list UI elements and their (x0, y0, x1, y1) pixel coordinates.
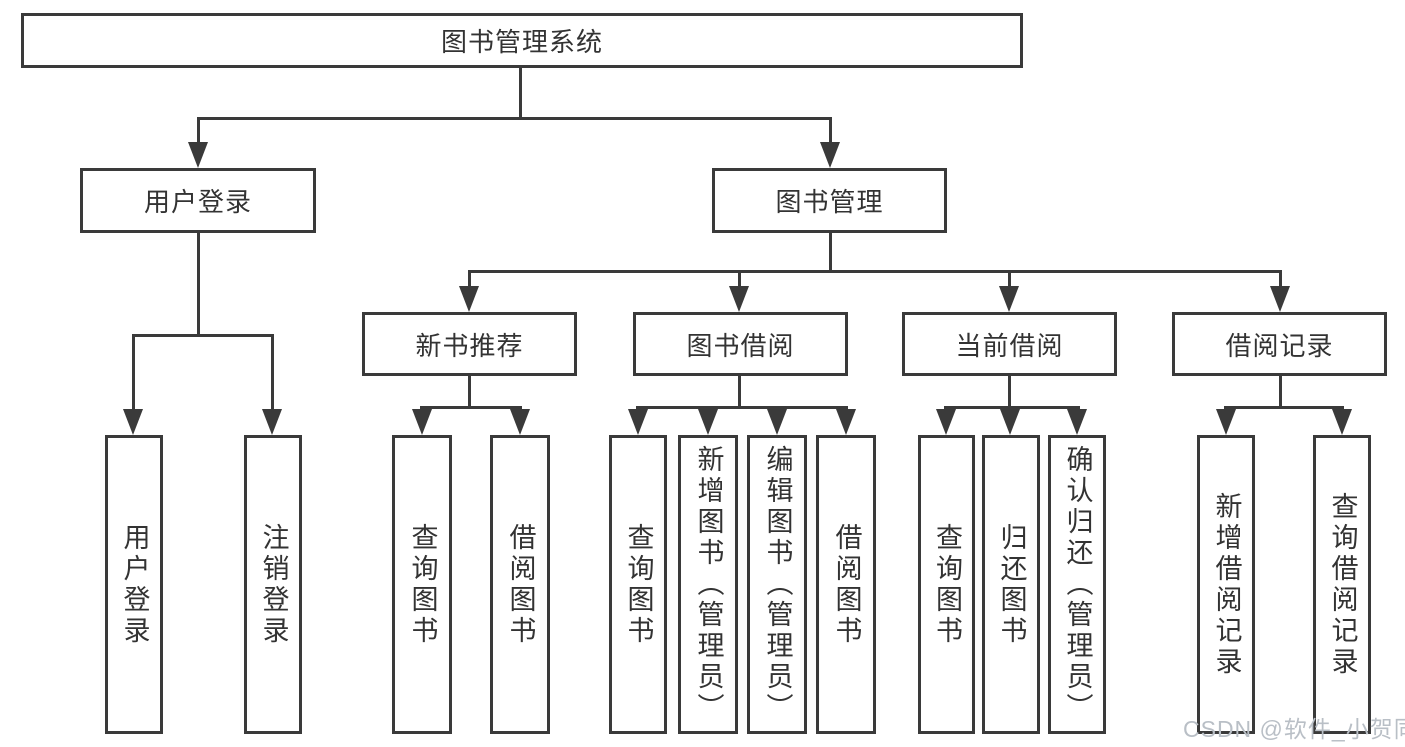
node-borrowing-records: 借阅记录 (1172, 312, 1387, 376)
node-book-management: 图书管理 (712, 168, 947, 233)
connector-line (1279, 270, 1282, 288)
leaf-query-books-current-label: 查询图书 (932, 522, 962, 647)
leaf-borrow-books-label: 借阅图书 (831, 522, 862, 647)
connector-line (197, 117, 200, 145)
connector-line (944, 406, 1080, 409)
leaf-edit-books-admin-label: 编辑图书（管理员） (762, 445, 793, 724)
node-user-login: 用户登录 (80, 168, 316, 233)
leaf-confirm-return-admin-label: 确认归还（管理员） (1062, 445, 1093, 724)
leaf-query-books-recommend-label: 查询图书 (407, 522, 438, 647)
connector-arrow (123, 409, 143, 435)
node-new-book-recommend: 新书推荐 (362, 312, 577, 376)
leaf-add-borrow-record: 新增借阅记录 (1197, 435, 1255, 734)
connector-line (468, 270, 1282, 273)
connector-arrow (459, 286, 479, 312)
connector-line (1279, 376, 1282, 409)
connector-arrow (510, 409, 530, 435)
connector-line (197, 233, 200, 337)
leaf-logout-label: 注销登录 (258, 522, 289, 647)
leaf-add-books-admin-label: 新增图书（管理员） (693, 445, 724, 724)
watermark-text: CSDN @软件_小贺同学 (1183, 716, 1405, 742)
connector-arrow (999, 286, 1019, 312)
node-borrowing-records-label: 借阅记录 (1225, 330, 1334, 361)
leaf-logout: 注销登录 (244, 435, 302, 734)
leaf-add-borrow-record-label: 新增借阅记录 (1211, 491, 1242, 678)
connector-arrow (936, 409, 956, 435)
leaf-return-books: 归还图书 (982, 435, 1040, 734)
connector-line (468, 376, 471, 409)
connector-arrow (262, 409, 282, 435)
leaf-query-books-recommend: 查询图书 (392, 435, 452, 734)
connector-line (420, 406, 522, 409)
leaf-user-login-label: 用户登录 (119, 522, 150, 647)
connector-line (636, 406, 848, 409)
leaf-borrow-books-recommend: 借阅图书 (490, 435, 550, 734)
connector-arrow (820, 142, 840, 168)
connector-line (271, 334, 274, 412)
connector-arrow (767, 409, 787, 435)
leaf-add-books-admin: 新增图书（管理员） (678, 435, 738, 734)
connector-arrow (836, 409, 856, 435)
connector-line (1008, 270, 1011, 288)
node-new-book-recommend-label: 新书推荐 (415, 330, 524, 361)
connector-line (519, 68, 522, 118)
connector-arrow (1000, 409, 1020, 435)
connector-line (132, 334, 135, 412)
connector-line (197, 117, 832, 120)
leaf-query-books-borrowing-label: 查询图书 (623, 522, 654, 647)
connector-line (132, 334, 274, 337)
leaf-query-books-borrowing: 查询图书 (609, 435, 667, 734)
leaf-query-borrow-record: 查询借阅记录 (1313, 435, 1371, 734)
connector-line (829, 117, 832, 145)
node-root-system: 图书管理系统 (21, 13, 1023, 68)
leaf-return-books-label: 归还图书 (996, 522, 1027, 647)
connector-line (1008, 376, 1011, 409)
node-current-borrowing-label: 当前借阅 (955, 330, 1064, 361)
node-root-label: 图书管理系统 (440, 27, 603, 57)
node-book-management-label: 图书管理 (775, 187, 884, 217)
node-user-login-label: 用户登录 (143, 187, 252, 217)
leaf-user-login: 用户登录 (105, 435, 163, 734)
connector-arrow (1270, 286, 1290, 312)
connector-arrow (729, 286, 749, 312)
connector-line (738, 376, 741, 409)
node-book-borrowing-label: 图书借阅 (686, 330, 795, 361)
leaf-confirm-return-admin: 确认归还（管理员） (1048, 435, 1106, 734)
node-current-borrowing: 当前借阅 (902, 312, 1117, 376)
leaf-borrow-books-recommend-label: 借阅图书 (505, 522, 536, 647)
connector-arrow (698, 409, 718, 435)
leaf-query-books-current: 查询图书 (918, 435, 975, 734)
connector-arrow (188, 142, 208, 168)
connector-arrow (1067, 409, 1087, 435)
connector-line (468, 270, 471, 288)
leaf-edit-books-admin: 编辑图书（管理员） (747, 435, 807, 734)
connector-line (829, 233, 832, 273)
node-book-borrowing: 图书借阅 (633, 312, 848, 376)
leaf-borrow-books: 借阅图书 (816, 435, 876, 734)
connector-arrow (1216, 409, 1236, 435)
connector-line (1224, 406, 1344, 409)
connector-line (738, 270, 741, 288)
leaf-query-borrow-record-label: 查询借阅记录 (1327, 491, 1358, 678)
connector-arrow (628, 409, 648, 435)
connector-arrow (412, 409, 432, 435)
connector-arrow (1332, 409, 1352, 435)
